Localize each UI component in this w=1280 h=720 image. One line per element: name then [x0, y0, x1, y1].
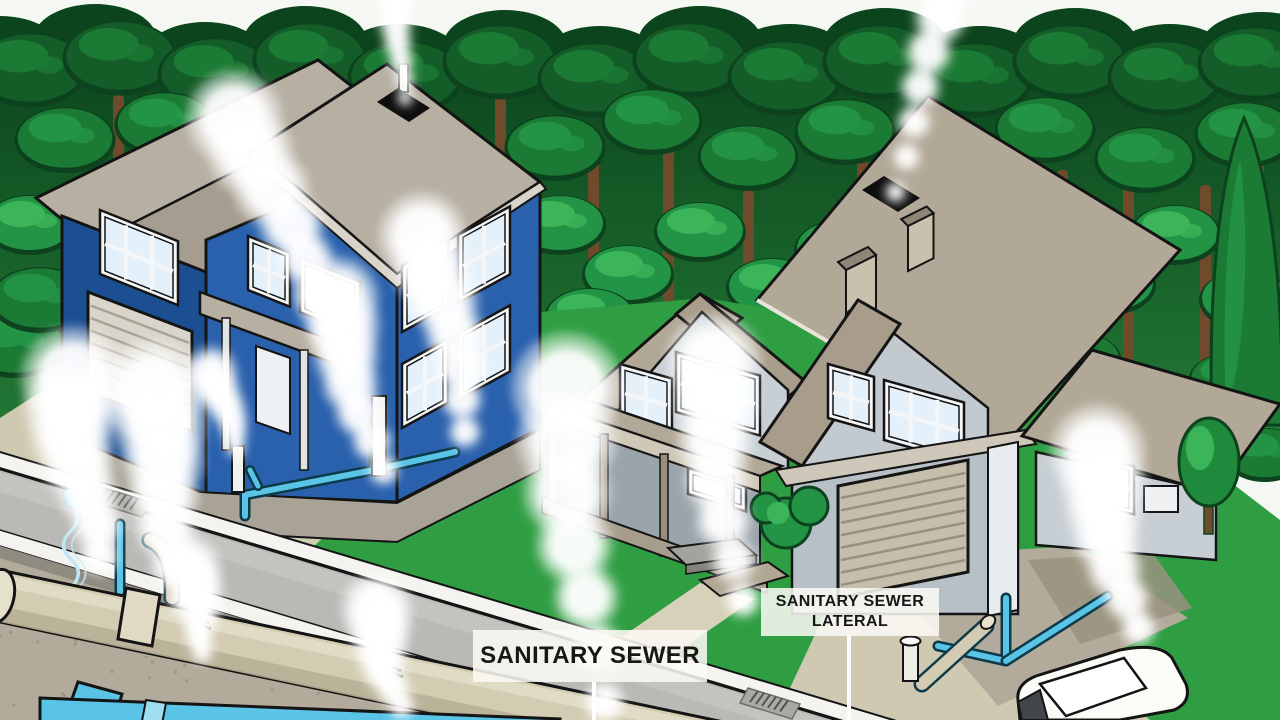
sewer-laterals — [899, 590, 1114, 693]
window — [246, 234, 292, 309]
windshield — [1037, 656, 1149, 718]
window — [882, 378, 966, 465]
garage-door — [836, 458, 970, 600]
smoke-plume — [296, 256, 400, 486]
storm-drain-grate — [738, 687, 802, 720]
chimney-vent — [899, 205, 936, 273]
label-sanitary-sewer-text: SANITARY SEWER — [480, 642, 700, 669]
smoke-plume — [1050, 405, 1157, 646]
smoke-plume — [512, 333, 626, 720]
smoke-plume — [379, 192, 486, 449]
utility-box — [1143, 485, 1179, 513]
pipe-coupling — [116, 586, 162, 648]
porch-post — [299, 349, 309, 471]
smoke-plume — [185, 346, 248, 458]
window — [98, 208, 180, 308]
smoke-plume — [667, 315, 761, 618]
smoke-plume — [884, 0, 978, 204]
label-sanitary-sewer: SANITARY SEWER — [473, 630, 707, 682]
conifer-tree — [1209, 114, 1280, 427]
window — [456, 204, 512, 306]
label-leader-lines — [592, 636, 851, 720]
cleanout-pipe — [899, 635, 922, 682]
car-window — [1016, 688, 1050, 720]
smoke-plume — [22, 327, 124, 576]
smoke-plumes — [22, 0, 1157, 720]
front-door — [255, 344, 291, 436]
smoke-plume — [160, 536, 224, 664]
label-lateral-text: SANITARY SEWER LATERAL — [775, 593, 925, 630]
smoke-plume — [341, 572, 416, 720]
label-sanitary-sewer-lateral: SANITARY SEWER LATERAL — [761, 588, 939, 636]
window — [826, 362, 876, 433]
smoke-plume — [376, 0, 416, 107]
egg-tree-right — [1177, 416, 1241, 535]
water-main — [38, 680, 562, 720]
parked-car — [1016, 645, 1189, 720]
garage-corner-pillar — [987, 440, 1019, 618]
bush-front — [749, 485, 830, 550]
